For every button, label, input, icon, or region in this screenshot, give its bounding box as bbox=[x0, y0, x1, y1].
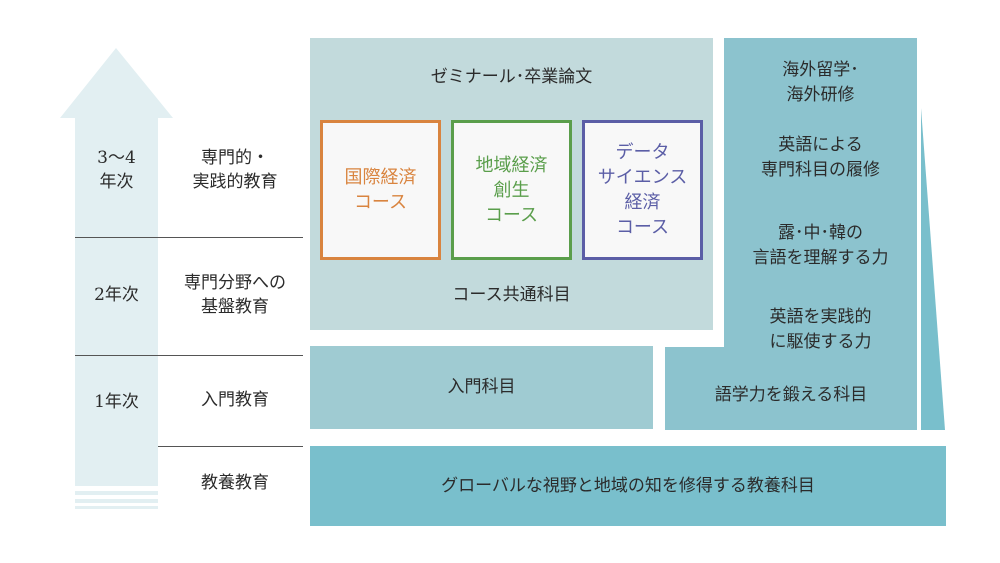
language-training-label: 語学力を鍛える科目 bbox=[714, 384, 868, 405]
progress-arrow-shape bbox=[60, 48, 173, 486]
liberal-arts-bar: グローバルな視野と地域の知を修得する教養科目 bbox=[310, 446, 946, 526]
year-label-2: 2年次 bbox=[94, 285, 139, 305]
arrow-stripe bbox=[75, 491, 158, 495]
arrow-stripe bbox=[75, 506, 158, 509]
course-data-science-economics: データ サイエンス 経済 コース bbox=[582, 120, 703, 260]
asian-languages-label: 露･中･韓の 言語を理解する力 bbox=[752, 223, 889, 268]
course-regional-economics: 地域経済 創生 コース bbox=[451, 120, 572, 260]
year-label-3-4: 3〜4 年次 bbox=[97, 148, 136, 192]
row-divider bbox=[75, 237, 303, 238]
seminar-label: ゼミナール･卒業論文 bbox=[430, 66, 593, 87]
stage-foundation: 専門分野への 基盤教育 bbox=[184, 273, 286, 317]
row-divider bbox=[75, 355, 303, 356]
language-taper bbox=[921, 108, 945, 430]
stage-intro: 入門教育 bbox=[201, 390, 269, 410]
year-label-1: 1年次 bbox=[94, 392, 139, 412]
english-specialized-label: 英語による 専門科目の履修 bbox=[761, 135, 880, 180]
intro-subjects-box: 入門科目 bbox=[310, 346, 653, 429]
row-divider bbox=[158, 446, 303, 447]
language-block-shape bbox=[665, 38, 917, 430]
arrow-stripe bbox=[75, 499, 158, 503]
study-abroad-label: 海外留学･ 海外研修 bbox=[782, 60, 859, 105]
stage-liberal: 教養教育 bbox=[201, 473, 269, 493]
stage-specialized: 専門的・ 実践的教育 bbox=[192, 148, 278, 192]
common-subjects-label: コース共通科目 bbox=[452, 284, 571, 305]
english-practical-label: 英語を実践的 に駆使する力 bbox=[769, 307, 872, 352]
course-international-economics: 国際経済 コース bbox=[320, 120, 441, 260]
